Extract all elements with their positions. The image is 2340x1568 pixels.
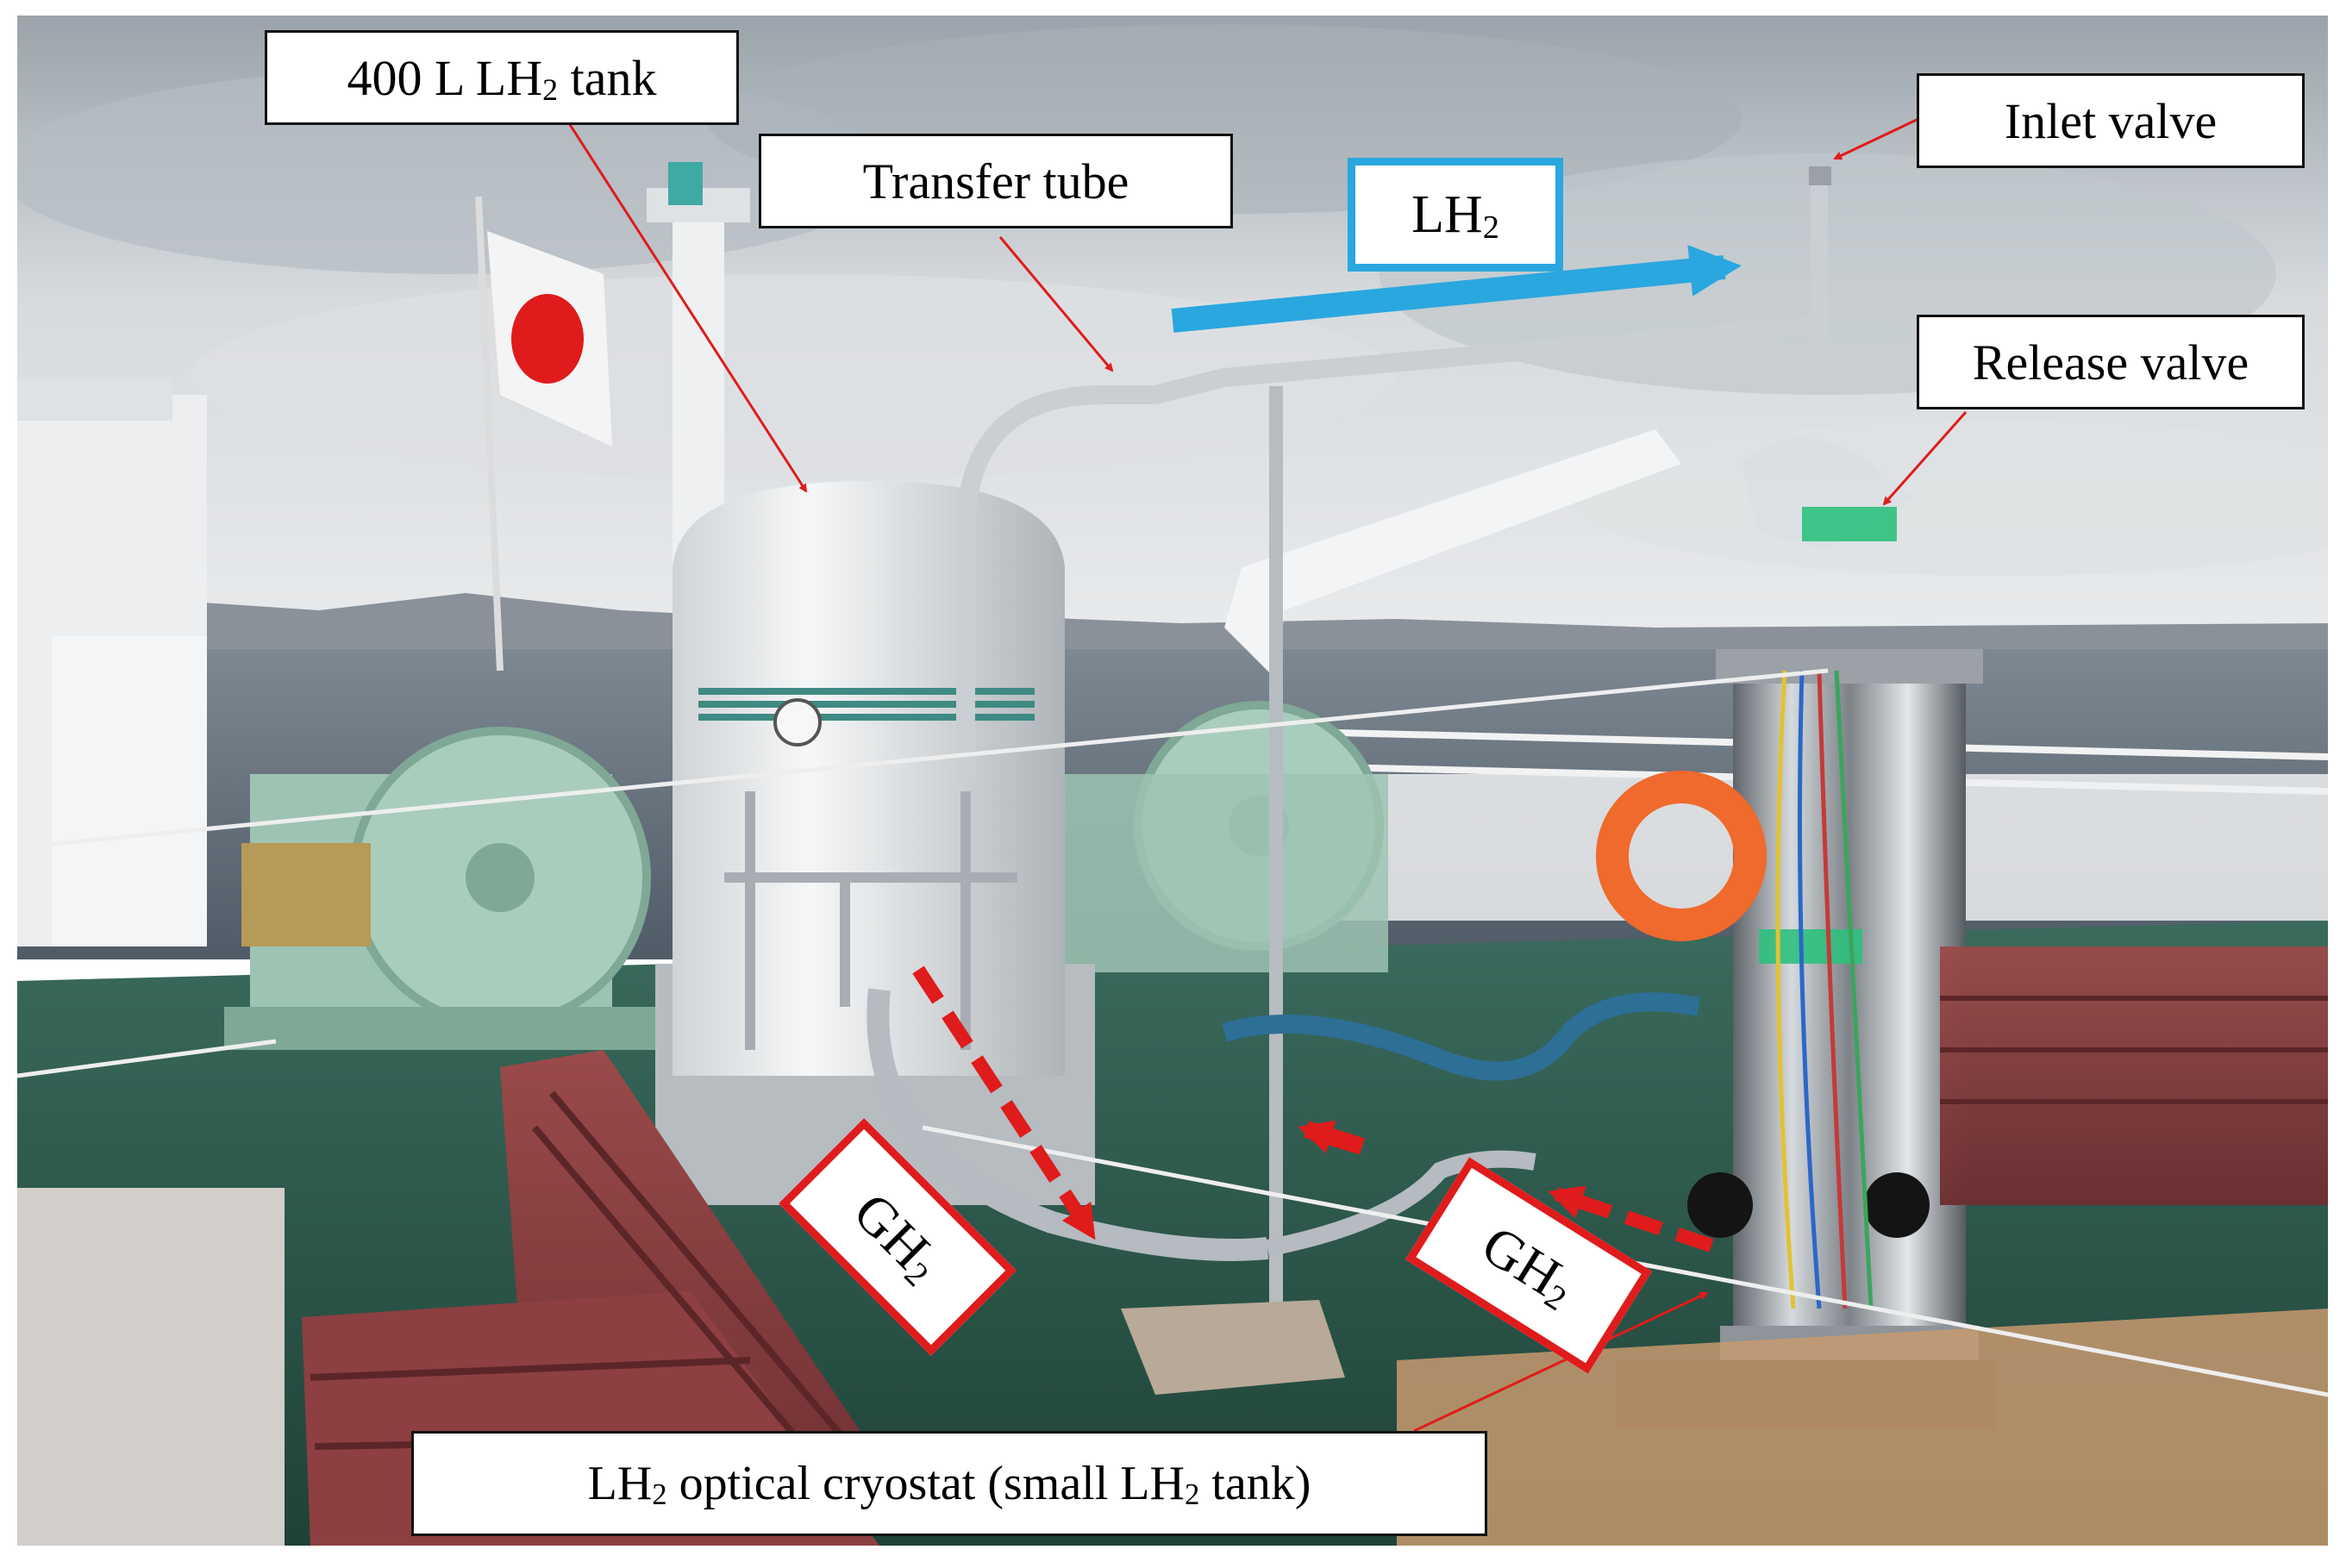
label-400l-lh2-tank-prefix: 400 L LH xyxy=(347,49,543,106)
label-transfer-tube: Transfer tube xyxy=(759,134,1233,228)
ship-deck-photo xyxy=(17,16,2328,1546)
label-cryostat-subscript: 2 xyxy=(652,1477,667,1512)
label-release-valve: Release valve xyxy=(1917,315,2305,409)
label-400l-lh2-tank-subscript: 2 xyxy=(542,72,559,107)
label-cryostat-suffix: tank) xyxy=(1199,1457,1311,1510)
label-lh2-flow-prefix: LH xyxy=(1411,184,1483,244)
label-cryostat-subscript-2: 2 xyxy=(1184,1477,1200,1512)
label-lh2-flow-subscript: 2 xyxy=(1482,209,1499,246)
label-400l-lh2-tank-suffix: tank xyxy=(558,49,657,106)
label-cryostat-middle: optical cryostat (small LH xyxy=(666,1457,1185,1510)
label-inlet-valve: Inlet valve xyxy=(1917,73,2305,168)
label-cryostat-prefix: LH xyxy=(587,1457,653,1510)
